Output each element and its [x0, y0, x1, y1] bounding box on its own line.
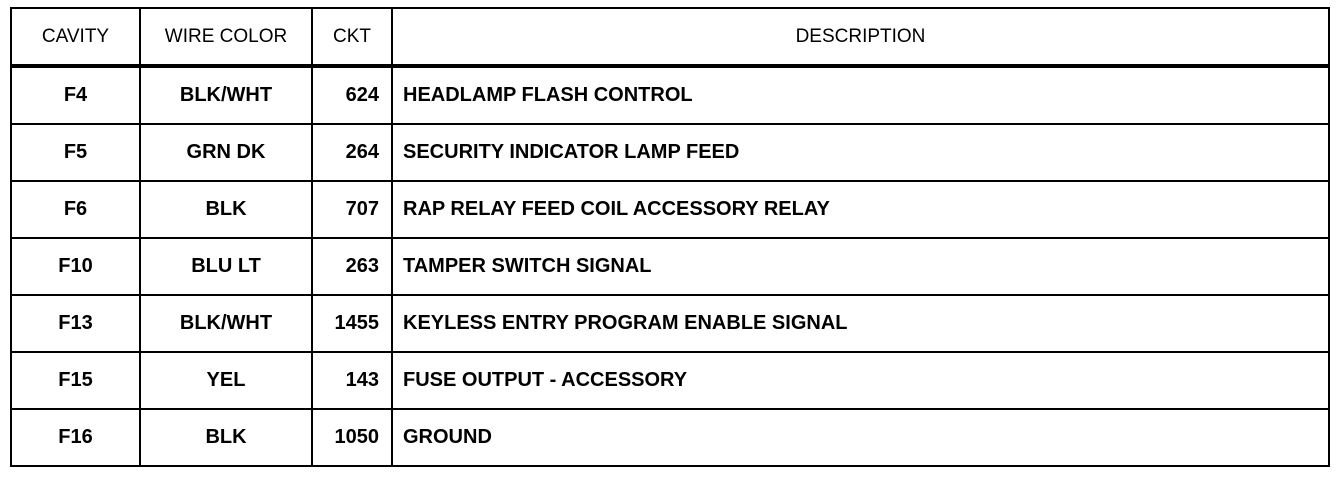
- header-cavity: CAVITY: [10, 7, 141, 67]
- description-cell: FUSE OUTPUT - ACCESSORY: [391, 351, 1330, 410]
- header-row: CAVITY WIRE COLOR CKT DESCRIPTION: [10, 7, 1330, 67]
- ckt-cell: 707: [311, 180, 393, 239]
- cavity-cell: F15: [10, 351, 141, 410]
- connector-cavity-table: CAVITY WIRE COLOR CKT DESCRIPTION F4 BLK…: [10, 7, 1330, 467]
- ckt-cell: 264: [311, 123, 393, 182]
- description-cell: GROUND: [391, 408, 1330, 467]
- cavity-cell: F5: [10, 123, 141, 182]
- wire-color-cell: BLK/WHT: [139, 65, 313, 125]
- wire-color-cell: GRN DK: [139, 123, 313, 182]
- description-cell: SECURITY INDICATOR LAMP FEED: [391, 123, 1330, 182]
- description-cell: KEYLESS ENTRY PROGRAM ENABLE SIGNAL: [391, 294, 1330, 353]
- wire-color-cell: BLU LT: [139, 237, 313, 296]
- description-cell: TAMPER SWITCH SIGNAL: [391, 237, 1330, 296]
- wire-color-cell: BLK: [139, 180, 313, 239]
- table-row: F5 GRN DK 264 SECURITY INDICATOR LAMP FE…: [10, 123, 1330, 182]
- ckt-cell: 624: [311, 65, 393, 125]
- cavity-cell: F4: [10, 65, 141, 125]
- ckt-cell: 1050: [311, 408, 393, 467]
- table-row: F13 BLK/WHT 1455 KEYLESS ENTRY PROGRAM E…: [10, 294, 1330, 353]
- table-row: F6 BLK 707 RAP RELAY FEED COIL ACCESSORY…: [10, 180, 1330, 239]
- wire-color-cell: BLK: [139, 408, 313, 467]
- table-row: F4 BLK/WHT 624 HEADLAMP FLASH CONTROL: [10, 65, 1330, 125]
- table-row: F10 BLU LT 263 TAMPER SWITCH SIGNAL: [10, 237, 1330, 296]
- cavity-cell: F6: [10, 180, 141, 239]
- description-cell: RAP RELAY FEED COIL ACCESSORY RELAY: [391, 180, 1330, 239]
- header-ckt: CKT: [311, 7, 393, 67]
- header-description: DESCRIPTION: [391, 7, 1330, 67]
- table-row: F15 YEL 143 FUSE OUTPUT - ACCESSORY: [10, 351, 1330, 410]
- header-wire-color: WIRE COLOR: [139, 7, 313, 67]
- cavity-cell: F10: [10, 237, 141, 296]
- wire-color-cell: BLK/WHT: [139, 294, 313, 353]
- cavity-cell: F13: [10, 294, 141, 353]
- cavity-cell: F16: [10, 408, 141, 467]
- table-row: F16 BLK 1050 GROUND: [10, 408, 1330, 467]
- ckt-cell: 1455: [311, 294, 393, 353]
- description-cell: HEADLAMP FLASH CONTROL: [391, 65, 1330, 125]
- wire-color-cell: YEL: [139, 351, 313, 410]
- ckt-cell: 143: [311, 351, 393, 410]
- ckt-cell: 263: [311, 237, 393, 296]
